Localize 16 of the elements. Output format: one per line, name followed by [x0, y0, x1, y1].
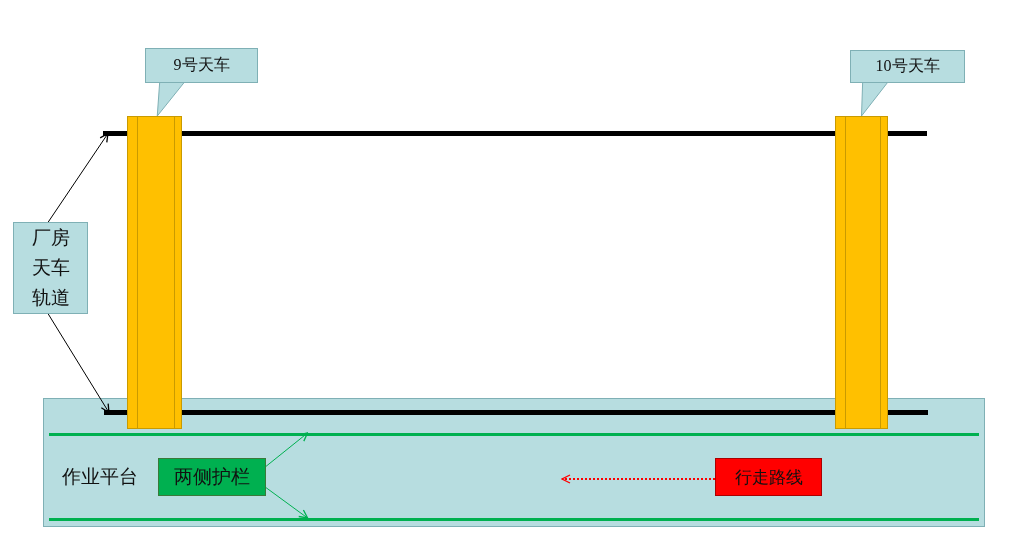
- platform-label: 作业平台: [62, 465, 138, 489]
- callout-pointer: [861, 81, 889, 117]
- arrow: [265, 487, 309, 519]
- dotted-arrow: [561, 474, 716, 484]
- guardrail-line: [49, 433, 979, 436]
- overhead-crane-bar: [127, 116, 182, 429]
- overhead-crane-bar: [835, 116, 888, 429]
- arrow: [47, 132, 109, 223]
- work-platform: [43, 398, 985, 527]
- callout-pointer: [156, 81, 186, 117]
- label-box: 行走路线: [715, 458, 822, 496]
- crane-rail: [104, 410, 928, 415]
- label-box: 两侧护栏: [158, 458, 266, 496]
- guardrail-line: [49, 518, 979, 521]
- label-box: 厂房天车轨道: [13, 222, 88, 314]
- arrow: [265, 432, 309, 467]
